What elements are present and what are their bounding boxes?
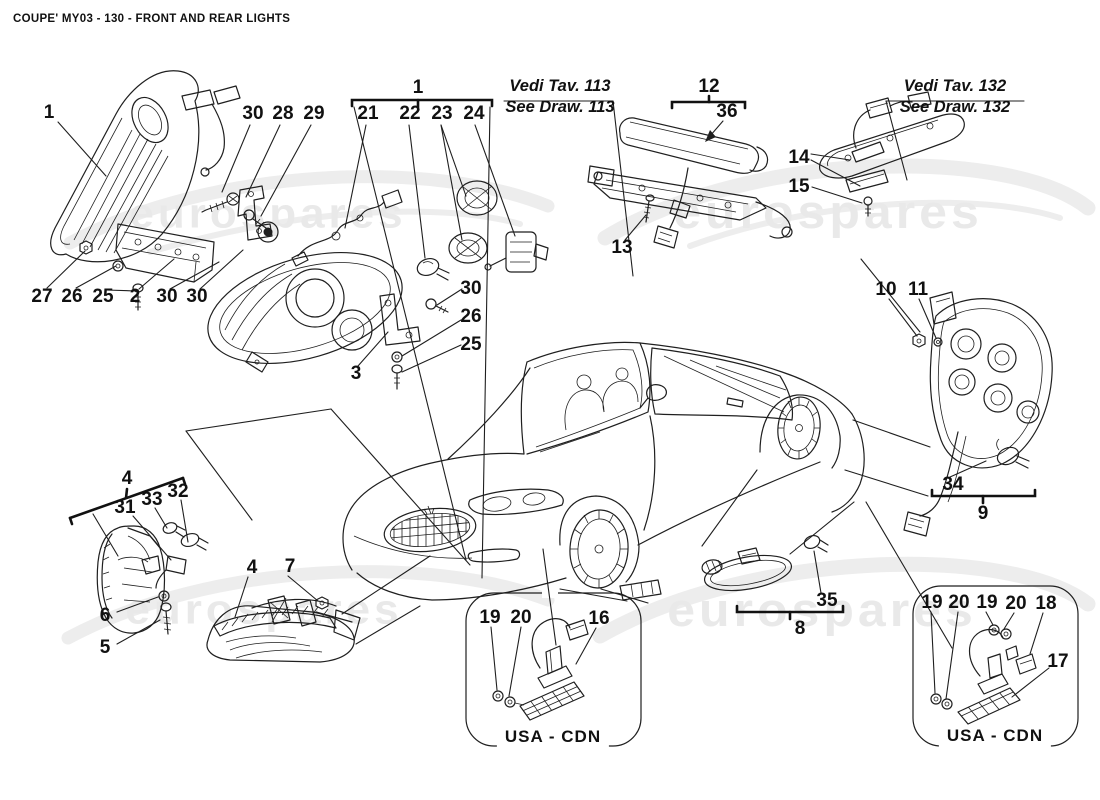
callout-33: 33 [141,489,163,511]
callout-15: 15 [788,176,810,198]
callout-17: 17 [1047,651,1069,673]
callout-29: 29 [303,103,325,125]
watermark-text: eurospares [667,583,977,637]
callout-27: 27 [31,286,53,308]
callout-36: 36 [716,101,738,123]
callout-16: 16 [588,608,610,630]
headlight-rear-drawing [50,70,241,311]
leader-lines [46,100,1050,700]
callout-19: 19 [976,592,998,614]
callout-24: 24 [463,103,485,125]
plate-light-drawing [819,91,965,217]
callout-28: 28 [272,103,294,125]
headlight-front-drawing [207,180,549,390]
callout-21: 21 [357,103,379,125]
callout-4: 4 [121,468,133,490]
rear-lamp-left-drawing [96,522,209,635]
callout-4: 4 [246,557,258,579]
callout-6: 6 [99,605,111,627]
reference-note-113-line2: See Draw. 113 [505,98,615,116]
callout-7: 7 [284,556,296,578]
callout-12: 12 [698,76,720,98]
callout-5: 5 [99,637,111,659]
callout-25: 25 [92,286,114,308]
watermark-text: eurospares [673,185,983,239]
construction-lines [185,106,953,649]
reference-note-113-line1: Vedi Tav. 113 [509,77,611,95]
group-brackets [68,94,1037,621]
callout-19: 19 [479,607,501,629]
callout-14: 14 [788,147,810,169]
page-title: COUPE' MY03 - 130 - FRONT AND REAR LIGHT… [13,13,291,25]
reference-note-132-line2: See Draw. 132 [899,98,1011,116]
callout-20: 20 [948,592,970,614]
car-drawing [342,341,865,601]
side-marker-drawing [701,534,829,592]
callout-10: 10 [875,279,897,301]
callout-8: 8 [794,618,806,640]
third-brake-light-drawing [587,117,793,249]
callout-1: 1 [43,102,55,124]
reference-note-113: Vedi Tav. 113 See Draw. 113 [502,76,618,118]
callout-22: 22 [399,103,421,125]
callout-31: 31 [114,497,136,519]
hardware-cluster-drawing [201,185,279,243]
front-signal-drawing [206,595,361,663]
callout-25: 25 [460,334,482,356]
callout-23: 23 [431,103,453,125]
reference-note-132-line1: Vedi Tav. 132 [903,77,1007,95]
callout-1: 1 [412,77,424,99]
callout-34: 34 [942,474,964,496]
callout-18: 18 [1035,593,1057,615]
callout-30: 30 [186,286,208,308]
callout-30: 30 [156,286,178,308]
callout-13: 13 [611,237,633,259]
callout-26: 26 [460,306,482,328]
callout-20: 20 [1005,593,1027,615]
callout-32: 32 [167,481,189,503]
callout-30: 30 [460,278,482,300]
callout-3: 3 [350,363,362,385]
usa-cdn-label-left: USA - CDN [496,726,610,748]
callout-35: 35 [816,590,838,612]
tail-light-drawing [903,291,1053,537]
callout-20: 20 [510,607,532,629]
callout-2: 2 [129,286,141,308]
usa-cdn-label-right: USA - CDN [938,725,1052,747]
reference-note-132: Vedi Tav. 132 See Draw. 132 [884,76,1026,118]
callout-26: 26 [61,286,83,308]
callout-30: 30 [242,103,264,125]
callout-19: 19 [921,592,943,614]
callout-11: 11 [907,279,929,301]
callout-9: 9 [977,503,989,525]
watermark-text: eurospares [125,586,403,633]
